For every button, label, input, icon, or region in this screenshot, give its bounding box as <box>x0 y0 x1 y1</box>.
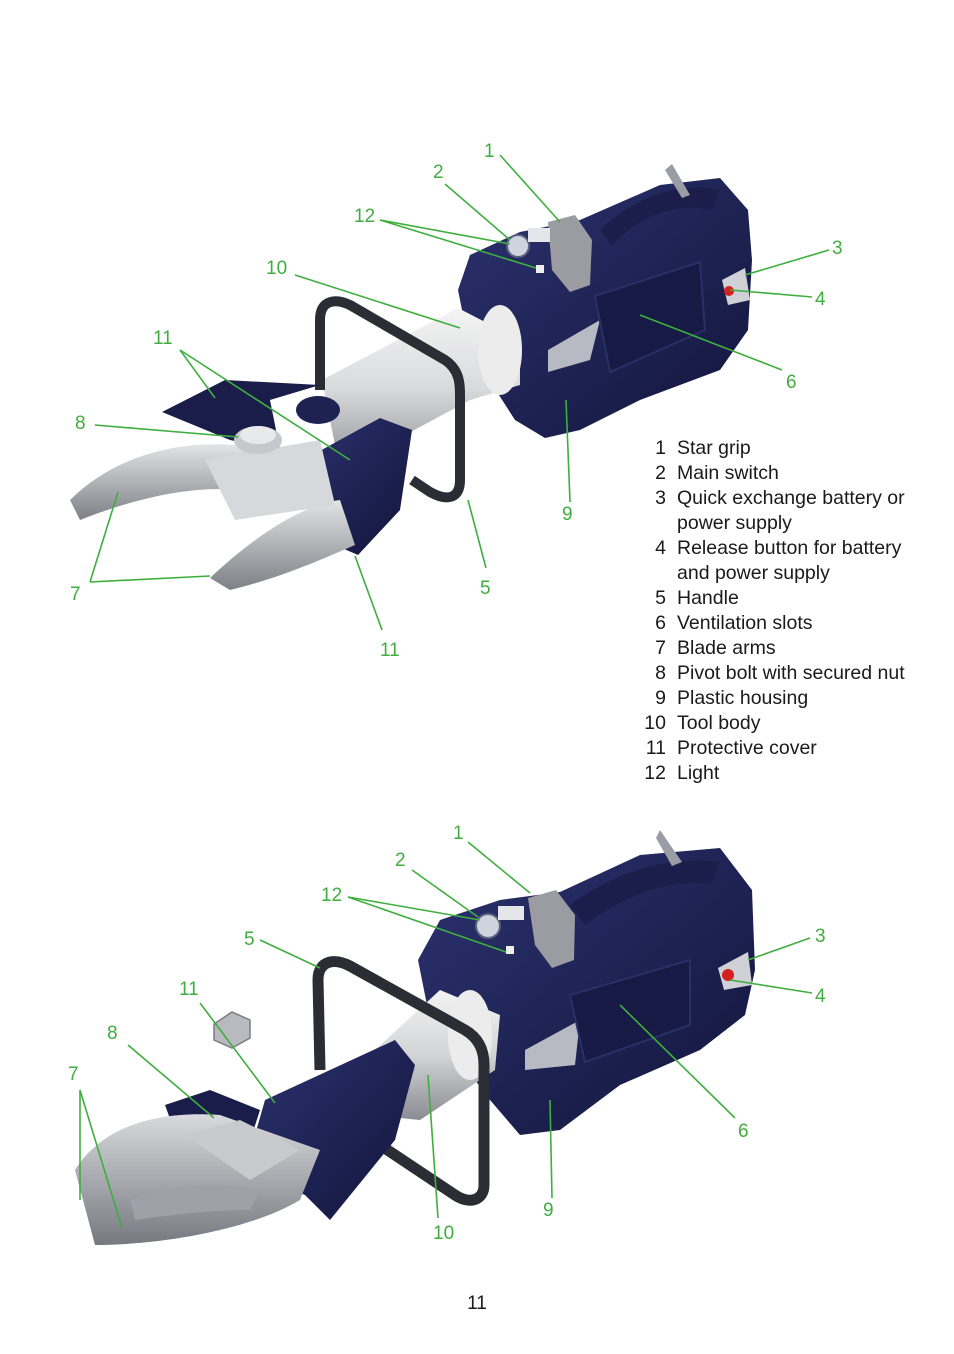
pivot-bolt <box>234 426 282 454</box>
legend-label: Quick exchange battery or power supply <box>677 487 905 534</box>
callout-4: 4 <box>815 986 826 1007</box>
callout-1: 1 <box>484 141 495 162</box>
legend-label: Plastic housing <box>677 687 809 709</box>
legend-num: 8 <box>655 662 666 684</box>
callout-3: 3 <box>832 238 843 259</box>
callout-6: 6 <box>786 372 797 393</box>
protective-cover-bottom <box>285 418 412 555</box>
callout-9: 9 <box>543 1200 554 1221</box>
tool-illustration-closed-blades: 1 2 12 5 3 11 4 8 7 6 9 10 <box>68 823 826 1245</box>
legend-item: 7 Blade arms <box>638 636 938 661</box>
callout-2: 2 <box>395 850 406 871</box>
legend-label: Release button for battery and power sup… <box>677 537 902 584</box>
legend-num: 3 <box>655 487 666 509</box>
callout-8: 8 <box>75 413 86 434</box>
legend-item: 5 Handle <box>638 586 938 611</box>
main-switch <box>475 906 524 954</box>
callout-lines <box>89 154 830 631</box>
callout-11: 11 <box>179 979 199 1000</box>
legend-item: 12 Light <box>638 761 938 786</box>
callout-10: 10 <box>266 258 287 279</box>
blade-arms <box>75 1114 320 1245</box>
legend-label: Ventilation slots <box>677 612 813 634</box>
legend-num: 10 <box>644 712 666 734</box>
d-handle-loop <box>315 296 465 503</box>
handle <box>570 830 720 925</box>
callout-2: 2 <box>433 162 444 183</box>
d-handle-loop <box>312 956 490 1206</box>
callout-11-bottom: 11 <box>380 640 400 661</box>
legend-item: 1 Star grip <box>638 436 938 461</box>
callout-1: 1 <box>453 823 464 844</box>
battery-release <box>722 268 750 305</box>
legend-num: 9 <box>655 687 666 709</box>
legend-item: 8 Pivot bolt with secured nut <box>638 661 938 686</box>
legend-num: 7 <box>655 637 666 659</box>
callout-3: 3 <box>815 926 826 947</box>
legend-num: 1 <box>655 437 666 459</box>
legend-item: 10 Tool body <box>638 711 938 736</box>
callout-4: 4 <box>815 289 826 310</box>
star-grip <box>548 215 592 292</box>
legend-label: Light <box>677 762 720 784</box>
legend-label: Protective cover <box>677 737 817 759</box>
legend-num: 2 <box>655 462 666 484</box>
legend-item: 11 Protective cover <box>638 736 938 761</box>
legend-label: Pivot bolt with secured nut <box>677 662 905 684</box>
callout-12: 12 <box>321 885 342 906</box>
pivot-bolt <box>213 1011 251 1049</box>
parts-legend: 1 Star grip 2 Main switch 3 Quick exchange … <box>638 436 938 786</box>
blade-arms <box>70 440 355 590</box>
legend-item: 2 Main switch <box>638 461 938 486</box>
page-number: 11 <box>467 1293 487 1314</box>
legend-label: Star grip <box>677 437 751 459</box>
callout-8: 8 <box>107 1023 118 1044</box>
legend-label: Main switch <box>677 462 779 484</box>
callout-9: 9 <box>562 504 573 525</box>
legend-num: 12 <box>644 762 666 784</box>
legend-item: 4 Release button for battery and power su… <box>638 536 938 586</box>
legend-item: 9 Plastic housing <box>638 686 938 711</box>
handle <box>600 164 720 245</box>
legend-item: 3 Quick exchange battery or power supply <box>638 486 938 536</box>
callout-10: 10 <box>433 1223 454 1244</box>
plastic-housing <box>458 178 752 438</box>
callout-7: 7 <box>68 1064 79 1085</box>
legend-num: 6 <box>655 612 666 634</box>
legend-label: Handle <box>677 587 739 609</box>
callout-6: 6 <box>738 1121 749 1142</box>
legend-num: 5 <box>655 587 666 609</box>
legend-label: Tool body <box>677 712 761 734</box>
callout-5: 5 <box>244 929 255 950</box>
callout-7: 7 <box>70 584 81 605</box>
legend-num: 4 <box>655 537 666 559</box>
main-switch <box>506 228 550 273</box>
legend-num: 11 <box>645 737 666 759</box>
callout-11-top: 11 <box>153 328 173 349</box>
tool-illustration-open-blades: 1 2 12 10 3 4 11 6 8 9 5 7 11 <box>70 141 843 661</box>
protective-cover-top <box>162 380 320 450</box>
legend-label: Blade arms <box>677 637 776 659</box>
callout-lines <box>79 841 813 1229</box>
star-grip <box>528 890 575 968</box>
legend-item: 6 Ventilation slots <box>638 611 938 636</box>
battery-release <box>718 952 752 990</box>
callout-5: 5 <box>480 578 491 599</box>
callout-12: 12 <box>354 206 375 227</box>
